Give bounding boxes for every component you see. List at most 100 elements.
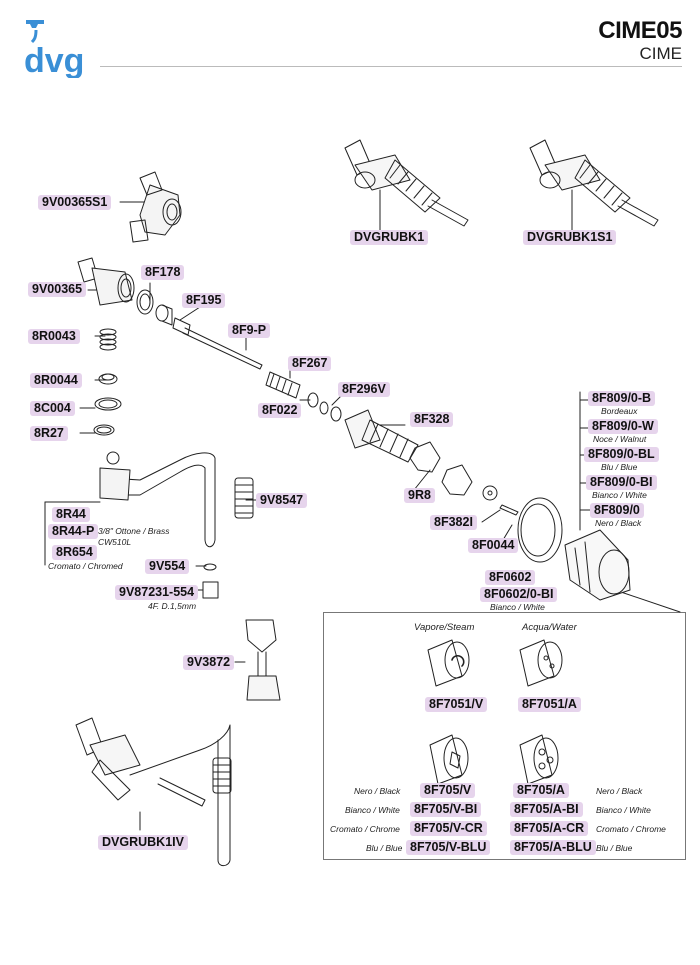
note-blu-blue: Blu / Blue	[601, 462, 638, 472]
part-label-8c004: 8C004	[30, 401, 75, 416]
knob-insert-water	[519, 639, 563, 687]
finish-right-2: Cromato / Chrome	[596, 824, 666, 834]
finish-left-1: Bianco / White	[345, 805, 400, 815]
finish-right-1: Bianco / White	[596, 805, 651, 815]
grip-9v8547	[234, 477, 254, 519]
valve-body-9v00365s1	[129, 171, 182, 243]
part-label-8f382i: 8F382I	[430, 515, 477, 530]
body-8f328	[344, 409, 419, 463]
part-label-8f7051-a: 8F7051/A	[518, 697, 581, 712]
knob-cap-water	[519, 734, 559, 785]
part-label-8r654: 8R654	[52, 545, 97, 560]
tap-dvgrubk1s1	[529, 139, 659, 227]
logo-text: dvg	[24, 42, 84, 78]
finish-left-2: Cromato / Chrome	[330, 824, 400, 834]
finish-left-0: Nero / Black	[354, 786, 401, 796]
washer	[482, 485, 498, 501]
part-label-8f705-v-blu: 8F705/V-BLU	[406, 840, 491, 855]
note-material: 3/8" Ottone / Brass	[98, 526, 170, 536]
part-label-8f0602-bi: 8F0602/0-BI	[480, 587, 558, 602]
header-rule	[100, 66, 682, 67]
note-chromed: Cromato / Chromed	[48, 561, 123, 571]
part-label-8f022: 8F022	[258, 403, 302, 418]
valve-body-9v00365	[77, 257, 135, 306]
part-label-8r0043: 8R0043	[28, 329, 80, 344]
washer-8f022	[307, 392, 319, 408]
note-nero-black: Nero / Black	[595, 518, 642, 528]
part-label-9v00365: 9V00365	[28, 282, 87, 297]
plate-8f0602	[517, 497, 563, 563]
part-label-8f328: 8F328	[410, 412, 454, 427]
part-label-dvgrubk1: DVGRUBK1	[350, 230, 429, 245]
tap-dvgrubk1	[344, 139, 469, 227]
caption-steam: Vapore/Steam	[414, 622, 475, 633]
part-label-8f296v: 8F296V	[338, 382, 390, 397]
knob-options-panel	[323, 612, 686, 860]
part-label-9v554: 9V554	[145, 559, 190, 574]
part-label-8f705-v: 8F705/V	[420, 783, 476, 798]
part-label-9v8547: 9V8547	[256, 493, 308, 508]
page-title: CIME05 CIME	[598, 18, 682, 64]
finish-left-3: Blu / Blue	[366, 843, 403, 853]
bush-8f195	[155, 304, 173, 326]
part-label-8f9p: 8F9-P	[228, 323, 271, 338]
caption-water: Acqua/Water	[522, 622, 577, 633]
spring-8r0043	[99, 328, 117, 351]
tap-dvgrubk1iv	[75, 717, 232, 867]
spring-8f267	[265, 371, 301, 399]
finish-right-3: Blu / Blue	[596, 843, 633, 853]
part-label-8f809-0-b: 8F809/0-B	[588, 391, 656, 406]
part-label-8f809-0-bi: 8F809/0-BI	[586, 475, 657, 490]
part-label-8r27: 8R27	[30, 426, 68, 441]
part-label-8f178: 8F178	[141, 265, 185, 280]
model-name: CIME	[639, 44, 683, 63]
steam-pipe	[99, 451, 216, 548]
note-material-grade: CW510L	[98, 537, 132, 547]
oring-8c004	[94, 397, 122, 411]
part-label-dvgrubk1iv: DVGRUBK1IV	[98, 835, 188, 850]
note-bordeaux: Bordeaux	[601, 406, 638, 416]
washer-8r0044	[98, 373, 118, 385]
part-label-9v87231-554: 9V87231-554	[115, 585, 199, 600]
part-label-8f809-0-w: 8F809/0-W	[588, 419, 658, 434]
knob-cap-steam	[429, 734, 469, 785]
part-label-8f0044: 8F0044	[468, 538, 519, 553]
nozzle-9v3872	[245, 619, 281, 701]
pin-8f0044	[499, 504, 519, 516]
part-label-9v3872: 9V3872	[183, 655, 235, 670]
part-label-8f705-a-bi: 8F705/A-BI	[510, 802, 583, 817]
knob-insert-steam	[427, 639, 470, 687]
washer-8f296v	[330, 406, 342, 422]
part-label-8f705-v-bi: 8F705/V-BI	[410, 802, 482, 817]
part-label-dvgrubk1s1: DVGRUBK1S1	[523, 230, 617, 245]
part-label-8f705-a-blu: 8F705/A-BLU	[510, 840, 596, 855]
note-bianco-white: Bianco / White	[490, 602, 545, 612]
part-label-8f705-a: 8F705/A	[513, 783, 569, 798]
nut-8f382i	[441, 464, 473, 496]
note-bianco-white-2: Bianco / White	[592, 490, 647, 500]
pin-8f9p	[172, 317, 263, 370]
part-label-8r44p: 8R44-P	[48, 524, 99, 539]
note-noce-walnut: Noce / Walnut	[593, 434, 647, 444]
finish-right-0: Nero / Black	[596, 786, 643, 796]
gasket-8f178	[136, 289, 154, 315]
part-label-8f809-0-bl: 8F809/0-BL	[584, 447, 659, 462]
part-label-8f0602: 8F0602	[485, 570, 536, 585]
nozzle-9v87231	[202, 581, 219, 599]
part-label-9v00365s1: 9V00365S1	[38, 195, 112, 210]
part-label-8r0044: 8R0044	[30, 373, 82, 388]
part-label-8f809-0: 8F809/0	[590, 503, 644, 518]
part-label-8f267: 8F267	[288, 356, 332, 371]
nut-9r8	[409, 441, 441, 473]
part-label-8f705-a-cr: 8F705/A-CR	[510, 821, 589, 836]
model-code: CIME05	[598, 17, 682, 44]
knob-8f809	[564, 529, 631, 601]
oring-9v554	[203, 563, 217, 571]
oring-8r27	[93, 424, 115, 436]
part-label-9r8: 9R8	[404, 488, 435, 503]
part-label-8f705-v-cr: 8F705/V-CR	[410, 821, 487, 836]
part-label-8f7051-v: 8F7051/V	[425, 697, 488, 712]
part-label-8r44: 8R44	[52, 507, 90, 522]
part-label-8f195: 8F195	[182, 293, 226, 308]
